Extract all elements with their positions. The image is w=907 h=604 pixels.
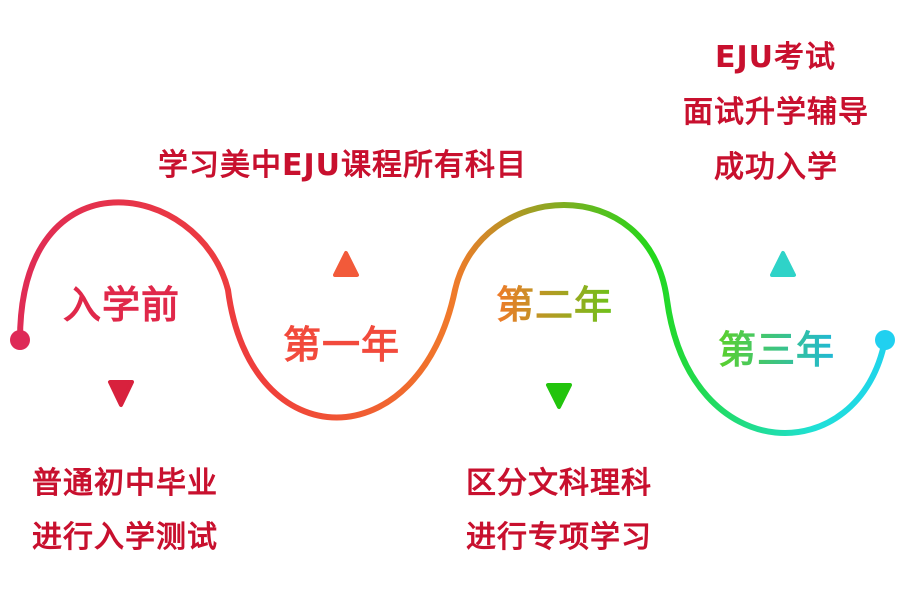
- detail-pre-enrollment-1: 普通初中毕业: [32, 466, 218, 501]
- path-start-dot: [10, 330, 30, 350]
- stage-marker-pre-enrollment: [108, 380, 134, 407]
- detail-year-three-1: EJU考试: [715, 40, 837, 75]
- stage-label-year-two: 第二年: [496, 283, 614, 327]
- stage-marker-year-one: [333, 251, 359, 277]
- stage-label-year-one: 第一年: [283, 323, 401, 367]
- wave-line: [17, 199, 888, 436]
- stage-label-year-three: 第三年: [718, 328, 836, 372]
- detail-year-two-1: 区分文科理科: [466, 466, 652, 501]
- detail-year-three-2: 面试升学辅导: [683, 95, 869, 130]
- path-end-dot: [875, 330, 895, 350]
- detail-year-one-1: 学习美中EJU课程所有科目: [158, 148, 528, 183]
- stage-label-pre-enrollment: 入学前: [63, 283, 181, 327]
- stage-marker-year-three: [770, 251, 796, 277]
- detail-year-two-2: 进行专项学习: [466, 520, 652, 555]
- stage-marker-year-two: [546, 383, 572, 409]
- detail-year-three-3: 成功入学: [714, 150, 838, 185]
- detail-pre-enrollment-2: 进行入学测试: [32, 520, 218, 555]
